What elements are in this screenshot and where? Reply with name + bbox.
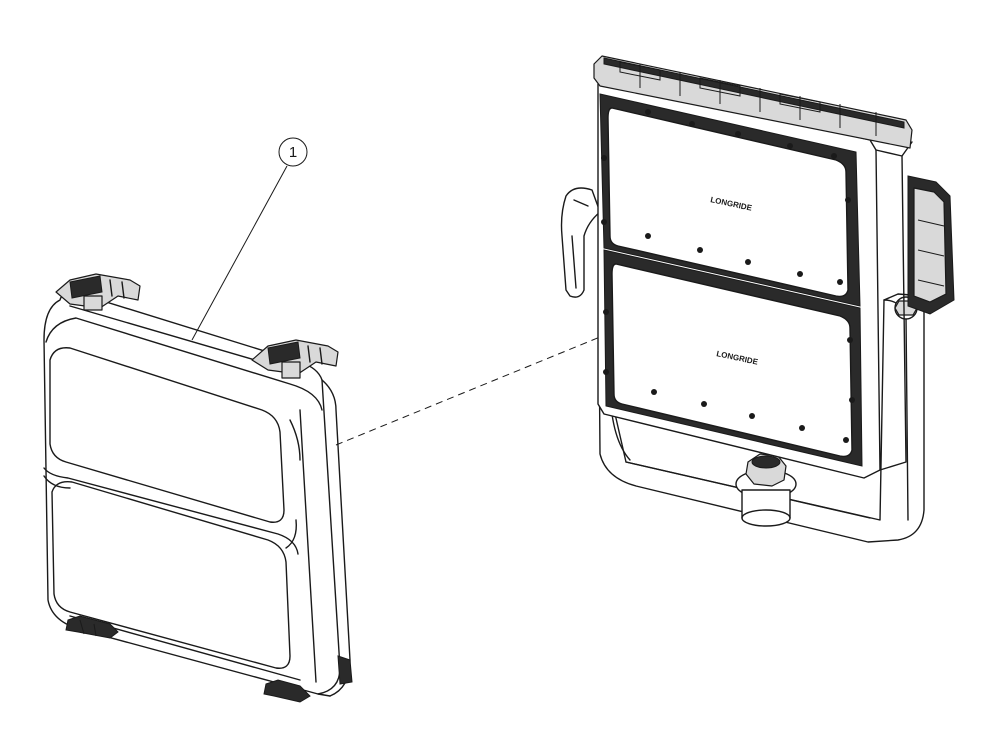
rear-driver-housing [907,175,955,315]
protective-cover-part [43,273,353,703]
top-right-latch-clip [251,339,339,379]
lower-led-panel: LONGRIDE [603,249,863,467]
bottom-mounting-nut [735,453,797,527]
bottom-left-latch-clip [65,615,119,639]
bottom-right-latch-clip [263,655,353,703]
callout-number: 1 [289,144,297,161]
tilt-adjust-handle [560,187,601,298]
upper-led-panel: LONGRIDE [599,93,861,307]
callout-1: 1 [191,137,308,341]
top-left-latch-clip [55,273,141,311]
panel-screws [601,109,855,443]
top-heatsink-fins [593,55,913,149]
floodlight-fixture-part: LONGRIDE LONGRIDE [560,55,955,543]
leader-line [191,165,288,341]
